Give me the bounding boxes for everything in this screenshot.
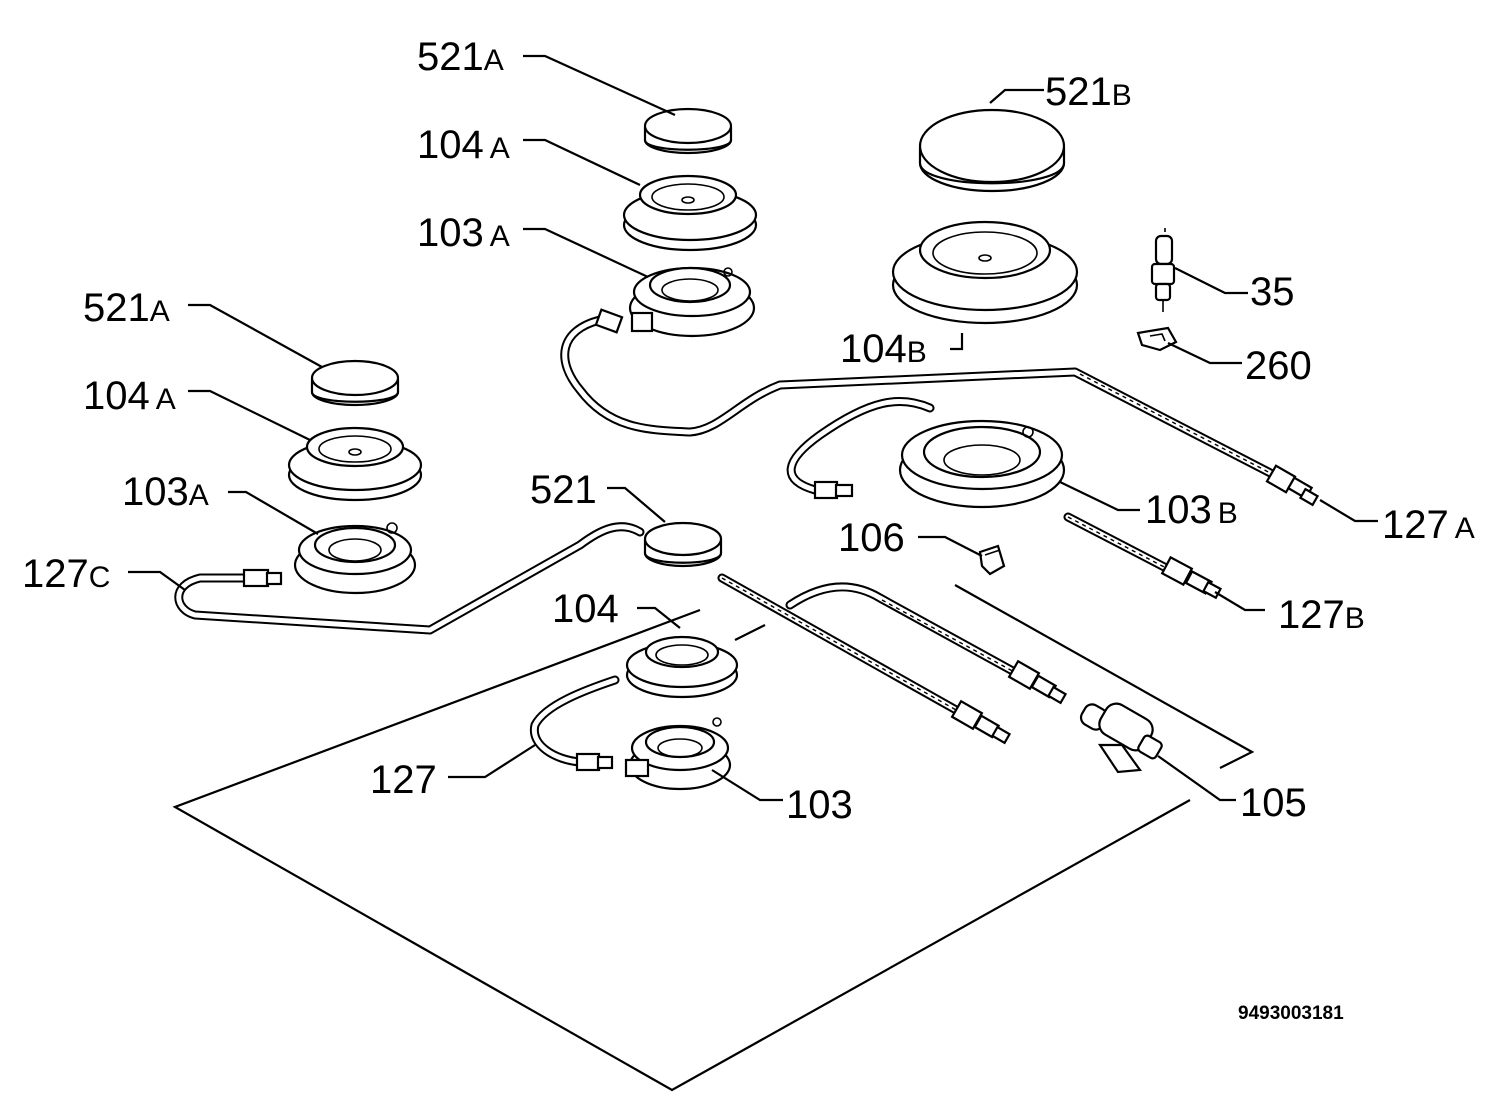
label-valve-105: 105: [1240, 781, 1307, 825]
retaining-clip-260: [1136, 326, 1178, 352]
burner-body-103b: [898, 419, 1066, 509]
gas-pipe-long: [717, 573, 1012, 745]
burner-body-103: [624, 717, 732, 791]
gas-pipe-127a: [560, 308, 1320, 507]
label-pipe-127b: 127B: [1278, 593, 1365, 637]
flame-spreader-104b: [891, 220, 1079, 325]
label-spreader-104: 104: [552, 587, 619, 631]
burner-cap-521b: [918, 108, 1066, 193]
hob-plate: [172, 584, 1255, 1092]
label-cap-521: 521: [530, 468, 597, 512]
label-pipe-127: 127: [370, 758, 437, 802]
document-id: 9493003181: [1238, 1003, 1344, 1024]
burner-cap-521a-left: [310, 359, 400, 407]
label-cap-521a-top: 521A: [417, 35, 504, 79]
burner-body-103a-left: [293, 522, 417, 595]
flame-spreader-104a-left: [287, 426, 423, 502]
ignition-electrode-35: [1150, 228, 1176, 312]
label-spreader-104b: 104B: [840, 327, 927, 371]
gas-pipe-127c: [174, 522, 645, 635]
gas-pipe-127b: [1063, 512, 1223, 600]
flame-spreader-104a-top: [622, 174, 758, 252]
gas-pipe-mid: [734, 582, 1068, 705]
flame-spreader-104: [625, 635, 739, 699]
gas-pipe-127b-inner: [786, 396, 935, 500]
label-body-103a-left: 103A: [122, 470, 209, 514]
label-cap-521b: 521B: [1045, 70, 1132, 114]
burner-cap-521: [643, 521, 723, 568]
label-injector-106: 106: [838, 516, 905, 560]
gas-pipe-127: [529, 675, 620, 772]
label-body-103: 103: [786, 783, 853, 827]
label-pipe-127c: 127C: [22, 552, 110, 596]
label-cap-521a-left: 521A: [83, 286, 170, 330]
gas-valve-105: [1079, 702, 1163, 774]
label-electrode-35: 35: [1250, 270, 1295, 314]
leader-lines: [128, 54, 1378, 802]
label-clip-260: 260: [1245, 344, 1312, 388]
injector-106: [978, 544, 1006, 576]
burner-cap-521a-top: [643, 107, 733, 155]
burner-body-103a-top: [628, 266, 756, 338]
